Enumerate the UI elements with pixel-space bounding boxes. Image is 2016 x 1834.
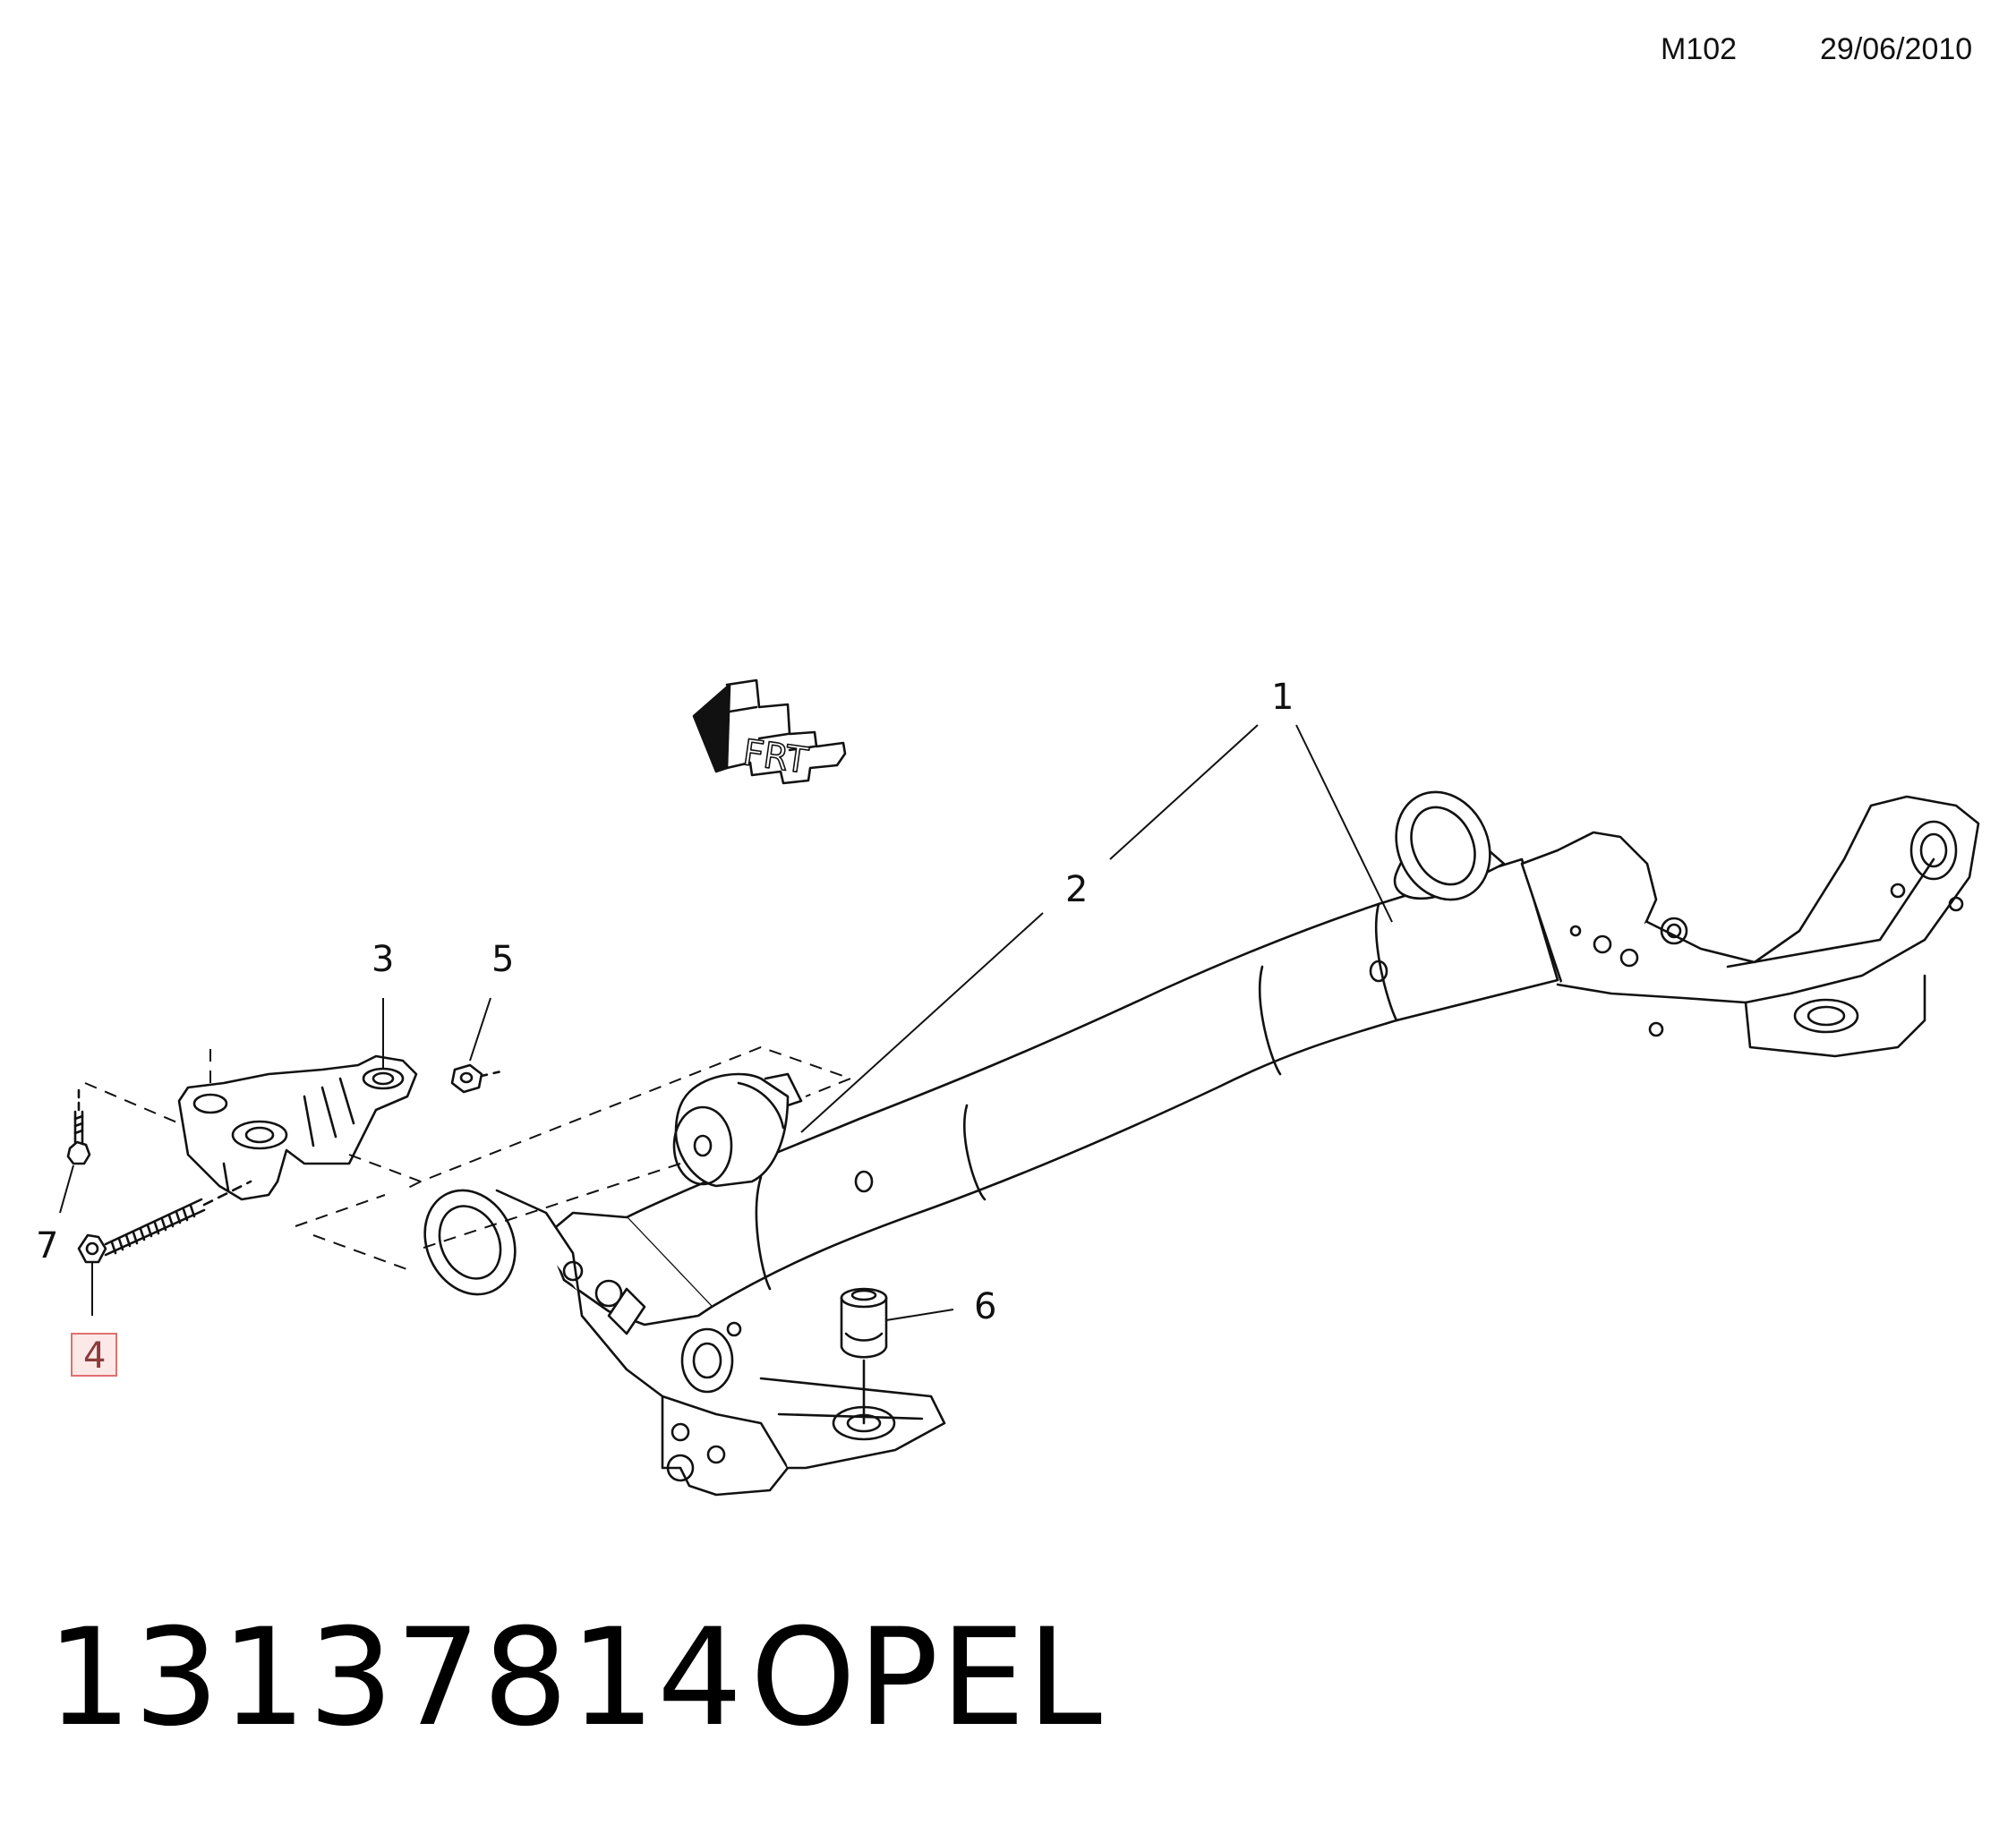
nut xyxy=(450,1063,503,1094)
bump-stop xyxy=(840,1287,888,1425)
brand-name: OPEL xyxy=(750,1600,1104,1756)
mount-bracket xyxy=(177,1054,418,1201)
part-number: 13137814 xyxy=(47,1600,745,1756)
callout-7: 7 xyxy=(36,1225,58,1267)
callout-5: 5 xyxy=(491,939,514,980)
left-trailing-arm xyxy=(423,1189,946,1497)
right-trailing-arm xyxy=(1393,790,1980,1058)
callout-6: 6 xyxy=(974,1286,996,1327)
bushing xyxy=(672,1072,803,1188)
callout-4: 4 xyxy=(83,1335,106,1377)
callout-3: 3 xyxy=(372,939,394,980)
leader-lines xyxy=(59,724,1393,1321)
callout-1: 1 xyxy=(1271,677,1294,718)
short-bolt xyxy=(66,1083,91,1165)
assembly-dashed-lines xyxy=(84,1043,853,1272)
long-bolt xyxy=(77,1180,252,1264)
front-arrow-icon: FRT xyxy=(692,678,847,785)
callout-2: 2 xyxy=(1065,869,1088,910)
callout-4-highlight xyxy=(71,1333,117,1377)
callout-labels: 1 2 3 5 6 7 4 xyxy=(36,677,1294,1377)
front-indicator-label: FRT xyxy=(740,732,811,782)
diagram-date: 29/06/2010 xyxy=(1820,32,1973,66)
diagram-code: M102 xyxy=(1661,32,1738,66)
